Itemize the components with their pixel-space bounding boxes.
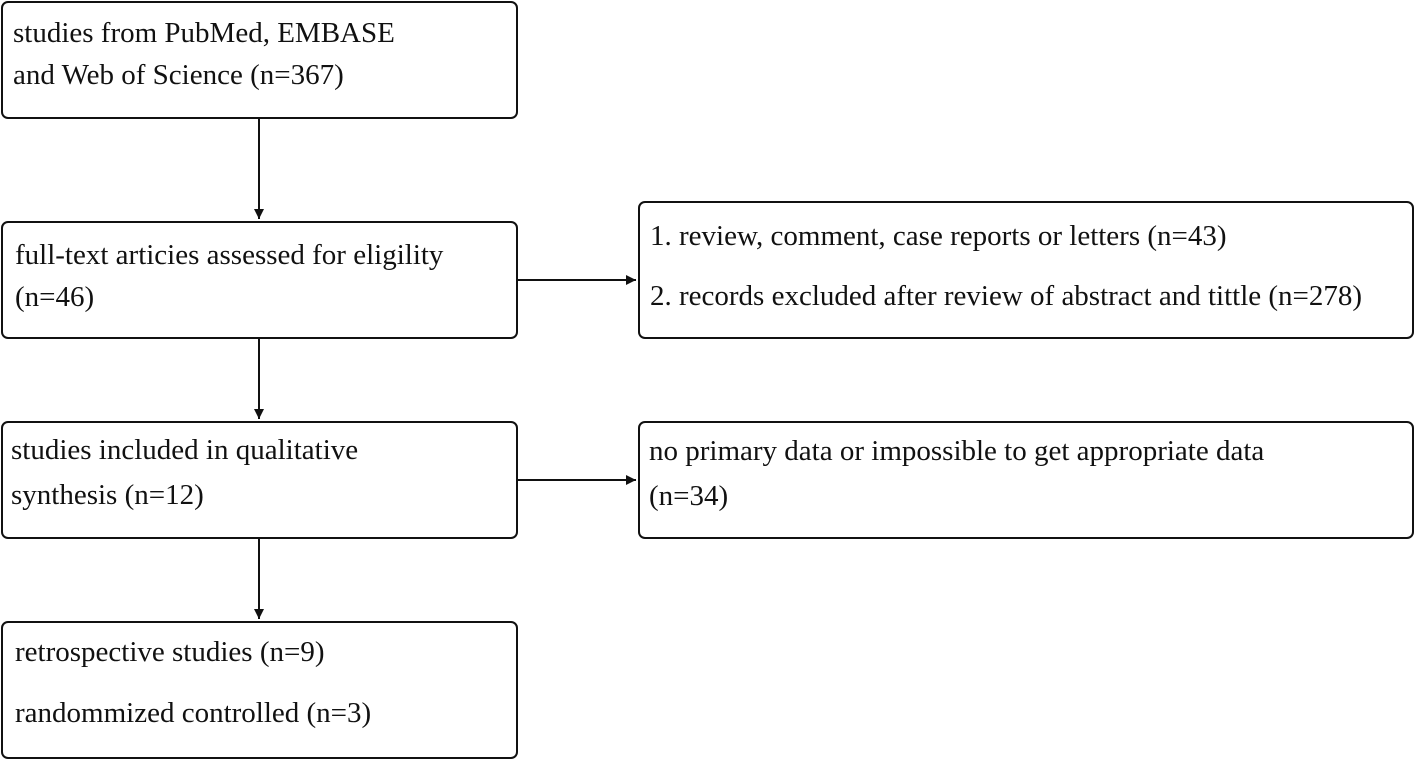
study-types-box: retrospective studies (n=9) randommized … (1, 621, 518, 759)
randomized-controlled-text: randommized controlled (n=3) (15, 697, 372, 729)
exclusion-abstract-item: 2. records excluded after review of abst… (650, 280, 1363, 312)
exclusion-box-reviews: 1. review, comment, case reports or lett… (638, 201, 1414, 339)
qualitative-synthesis-line2: synthesis (n=12) (11, 479, 204, 511)
fulltext-assessed-line1: full-text articies assessed for eligilit… (15, 239, 444, 271)
fulltext-assessed-line2: (n=46) (15, 281, 95, 313)
search-sources-line1: studies from PubMed, EMBASE (13, 17, 395, 49)
search-sources-line2: and Web of Science (n=367) (13, 59, 344, 91)
qualitative-synthesis-box: studies included in qualitative synthesi… (1, 421, 518, 539)
exclusion-reviews-item: 1. review, comment, case reports or lett… (650, 220, 1227, 252)
fulltext-assessed-box: full-text articies assessed for eligilit… (1, 221, 518, 339)
retrospective-studies-text: retrospective studies (n=9) (15, 636, 325, 668)
qualitative-synthesis-line1: studies included in qualitative (11, 434, 359, 466)
exclusion-box-no-data: no primary data or impossible to get app… (638, 421, 1414, 539)
search-sources-box: studies from PubMed, EMBASE and Web of S… (1, 1, 518, 119)
exclusion-no-data-line1: no primary data or impossible to get app… (649, 435, 1265, 467)
exclusion-no-data-line2: (n=34) (649, 480, 729, 512)
